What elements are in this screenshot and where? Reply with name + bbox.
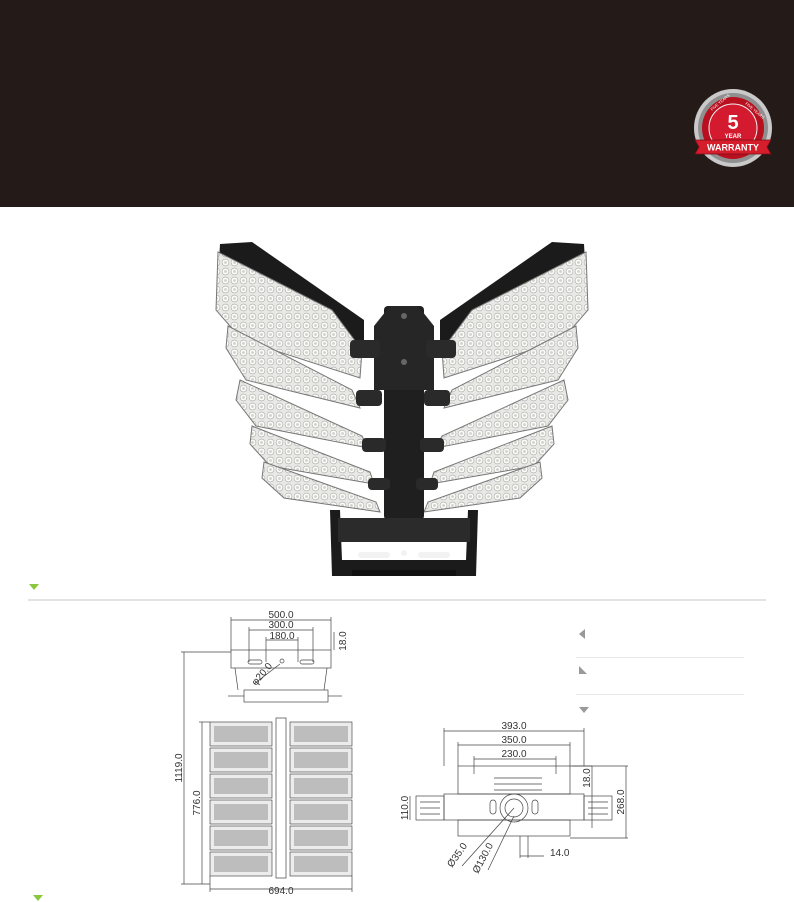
badge-year: YEAR [725, 134, 742, 140]
side-view-drawing: 393.0 350.0 230.0 18.0 268.0 110.0 Ø35.0… [394, 716, 634, 876]
triangle-left-icon [579, 629, 585, 639]
warranty-seal-icon: 5 YEAR FIVE YEARS FIVE YEARS WARRANTY [694, 89, 772, 167]
floodlight-product-icon [215, 242, 589, 576]
dim-total-width: 694.0 [268, 886, 293, 896]
dim-edge: 14.0 [550, 848, 570, 859]
dim-width-top: 500.0 [268, 610, 293, 621]
dim-inner: 230.0 [501, 749, 526, 760]
spec-row-3 [576, 695, 744, 732]
dim-outer: 350.0 [501, 735, 526, 746]
dim-slot-span: 180.0 [269, 631, 294, 642]
dim-large-hole: Ø130.0 [471, 841, 496, 876]
dim-total-height: 1119.0 [174, 753, 185, 783]
dim-bracket-depth: 18.0 [338, 631, 349, 651]
warranty-badge: 5 YEAR FIVE YEARS FIVE YEARS WARRANTY [693, 88, 773, 168]
triangle-down-icon [29, 584, 39, 590]
triangle-down-icon [579, 707, 589, 713]
badge-ribbon: WARRANTY [707, 143, 759, 153]
product-image [212, 240, 592, 582]
hero-banner: 5 YEAR FIVE YEARS FIVE YEARS WARRANTY [0, 0, 794, 207]
dim-top-offset: 18.0 [582, 768, 593, 788]
dim-overall: 393.0 [501, 721, 526, 732]
dim-height: 268.0 [616, 789, 627, 814]
dim-mount-span: 300.0 [268, 620, 293, 631]
section-divider [28, 599, 766, 601]
badge-number: 5 [727, 112, 738, 134]
front-view-drawing: 500.0 300.0 180.0 18.0 φ20.0 1119.0 776.… [170, 606, 360, 896]
spec-row-1 [576, 621, 744, 658]
dim-mount: 110.0 [400, 795, 411, 820]
dim-hole: φ20.0 [250, 661, 275, 688]
dim-module-height: 776.0 [192, 790, 203, 815]
spec-row-2 [576, 658, 744, 695]
corner-triangle-icon [579, 666, 587, 674]
spec-list [576, 621, 744, 732]
dim-small-hole: Ø35.0 [445, 841, 470, 870]
triangle-down-icon [33, 895, 43, 901]
